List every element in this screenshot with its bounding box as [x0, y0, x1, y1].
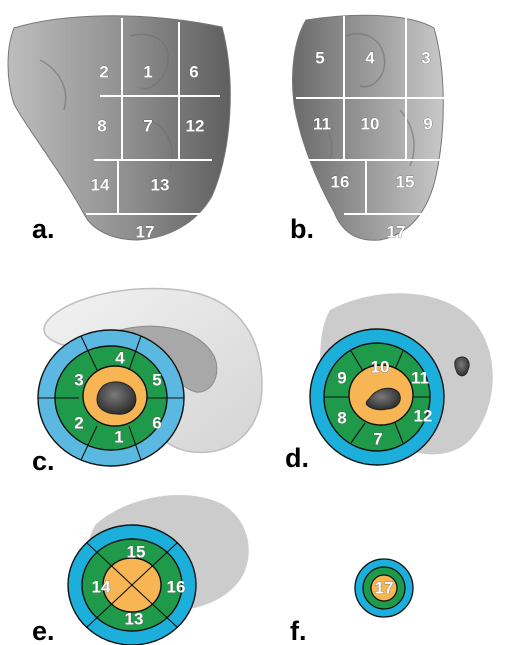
panel-f-label: f. — [290, 616, 307, 645]
panel-d-bullseye: 10 11 12 7 8 9 — [310, 329, 444, 465]
panel-e-segment-16: 16 — [167, 578, 186, 597]
panel-a-segment-8: 8 — [97, 117, 106, 136]
panel-b-segment-15: 15 — [396, 173, 415, 192]
panel-d-papillary-fragment — [455, 357, 470, 376]
panel-b-segment-17: 17 — [387, 223, 406, 242]
panel-d-segment-8: 8 — [337, 409, 346, 428]
panel-b-segment-5: 5 — [315, 49, 324, 68]
panel-c-segment-2: 2 — [74, 414, 83, 433]
panel-b-label: b. — [290, 214, 314, 244]
panel-d-segment-11: 11 — [411, 369, 429, 388]
panel-e-label: e. — [32, 616, 55, 645]
panel-d-segment-7: 7 — [373, 430, 382, 449]
panel-a-heart-view: 2 1 6 8 7 12 14 13 17 a. — [8, 16, 230, 244]
panel-b-segment-4: 4 — [365, 49, 375, 68]
panel-a-segment-12: 12 — [186, 117, 205, 136]
panel-b-segment-16: 16 — [331, 173, 350, 192]
panel-e-segment-13: 13 — [125, 610, 144, 629]
panel-c-bullseye: 4 5 6 1 2 3 — [38, 330, 184, 466]
panel-c-basal-slice: 4 5 6 1 2 3 c. — [32, 288, 262, 476]
panel-b-heart-view: 5 4 3 11 10 9 16 15 17 b. — [290, 15, 452, 244]
panel-a-segment-6: 6 — [189, 63, 198, 82]
panel-d-segment-10: 10 — [371, 358, 390, 377]
panel-c-segment-5: 5 — [152, 371, 161, 390]
panel-d-segment-9: 9 — [337, 369, 346, 388]
panel-c-segment-6: 6 — [152, 414, 161, 433]
panel-b-segment-3: 3 — [421, 49, 430, 68]
panel-c-label: c. — [32, 446, 55, 476]
panel-b-segment-9: 9 — [423, 115, 432, 134]
panel-e-apical-slice: 15 16 13 14 e. — [32, 495, 249, 645]
panel-f-bullseye: 17 — [355, 559, 413, 617]
panel-a-segment-2: 2 — [99, 63, 108, 82]
panel-d-segment-12: 12 — [414, 407, 433, 426]
panel-e-segment-15: 15 — [127, 543, 146, 562]
panel-d-label: d. — [285, 443, 309, 473]
panel-a-segment-13: 13 — [151, 176, 170, 195]
panel-c-segment-3: 3 — [74, 371, 83, 390]
panel-d-mid-slice: 10 11 12 7 8 9 d. — [285, 293, 493, 473]
panel-a-label: a. — [32, 214, 55, 244]
panel-c-cavity — [97, 382, 136, 414]
panel-c-segment-4: 4 — [115, 349, 125, 368]
panel-f-segment-17: 17 — [375, 579, 394, 598]
panel-f-apex-slice: 17 f. — [290, 559, 413, 645]
panel-a-segment-17: 17 — [136, 223, 155, 242]
panel-a-segment-14: 14 — [91, 176, 110, 195]
panel-a-segment-1: 1 — [143, 63, 152, 82]
panel-a-segment-7: 7 — [143, 117, 152, 136]
panel-e-bullseye: 15 16 13 14 — [68, 525, 196, 645]
panel-b-segment-10: 10 — [361, 115, 380, 134]
panel-c-segment-1: 1 — [114, 428, 123, 447]
panel-e-segment-14: 14 — [92, 578, 111, 597]
panel-b-segment-11: 11 — [313, 115, 331, 134]
